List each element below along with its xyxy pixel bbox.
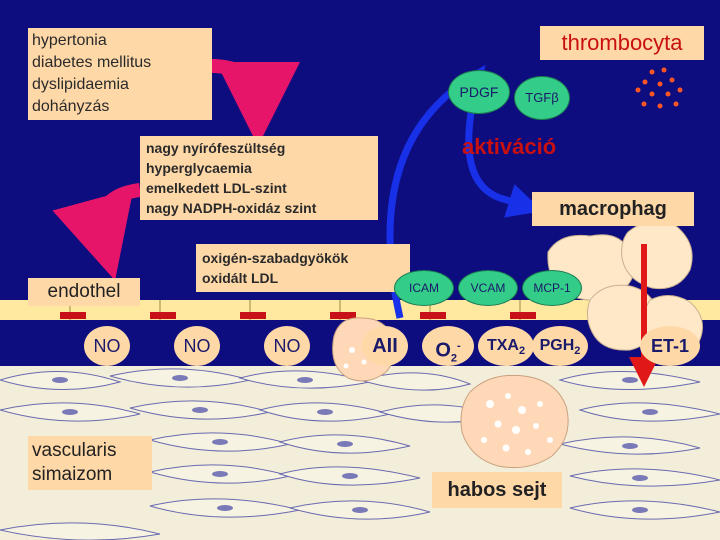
stress-condition-label: nagy NADPH-oxidáz szint	[146, 200, 317, 216]
ros-label: oxigén-szabadgyökök	[202, 250, 349, 266]
stress-condition-label: nagy nyírófeszültség	[146, 140, 286, 156]
stress-condition-label: hyperglycaemia	[146, 160, 252, 176]
superoxide-subscript: 2	[450, 352, 457, 365]
vascular-smooth-muscle-label: simaizom	[32, 464, 113, 485]
ros-label: oxidált LDL	[202, 270, 279, 286]
risk-factor-label: diabetes mellitus	[32, 54, 152, 71]
risk-factor-label: dyslipidaemia	[32, 76, 129, 93]
superoxide-superscript: -	[457, 340, 461, 352]
smooth-muscle-layer	[0, 366, 720, 540]
superoxide-base: O	[435, 339, 451, 362]
endothel-label: endothel	[28, 278, 140, 306]
icam-oval: ICAM	[394, 270, 454, 306]
vcam-oval: VCAM	[458, 270, 518, 306]
thromboxane-molecule: TXA2	[478, 326, 534, 366]
vascular-smooth-muscle-box: vascularis simaizom	[28, 436, 152, 490]
angiotensin-ii-molecule: AII	[362, 326, 408, 366]
stress-condition-box: nagy nyírófeszültség hyperglycaemia emel…	[140, 136, 378, 220]
prostaglandin-subscript: 2	[574, 345, 581, 358]
risk-to-stress-arrow	[203, 58, 300, 146]
pdgf-oval: PDGF	[448, 70, 510, 114]
risk-factor-box: hypertonia diabetes mellitus dyslipidaem…	[28, 28, 212, 120]
prostaglandin-molecule: PGH2	[532, 326, 588, 366]
activation-label: aktiváció	[462, 134, 557, 159]
tgf-beta-oval: TGFβ	[514, 76, 570, 120]
no-molecule: NO	[84, 326, 130, 366]
risk-factor-label: dohányzás	[32, 98, 110, 115]
thromboxane-subscript: 2	[518, 345, 526, 358]
mcp1-oval: MCP-1	[522, 270, 582, 306]
platelet-cluster-icon	[635, 67, 683, 109]
macrophage-label: macrophag	[532, 192, 694, 226]
vascular-smooth-muscle-label: vascularis	[32, 440, 117, 461]
endothelin-molecule: ET-1	[640, 326, 700, 366]
no-molecule: NO	[174, 326, 220, 366]
risk-factor-label: hypertonia	[32, 32, 107, 49]
stress-to-endothel-arrow	[52, 183, 142, 281]
thrombocyta-label: thrombocyta	[540, 26, 704, 60]
ros-box: oxigén-szabadgyökök oxidált LDL	[196, 244, 410, 292]
foam-cell-label: habos sejt	[432, 472, 562, 508]
stress-condition-label: emelkedett LDL-szint	[146, 180, 287, 196]
superoxide-molecule: O2-	[422, 326, 474, 366]
thromboxane-base: TXA	[486, 337, 519, 354]
foam-cell-icon	[460, 374, 569, 469]
prostaglandin-base: PGH	[539, 337, 575, 354]
no-molecule: NO	[264, 326, 310, 366]
